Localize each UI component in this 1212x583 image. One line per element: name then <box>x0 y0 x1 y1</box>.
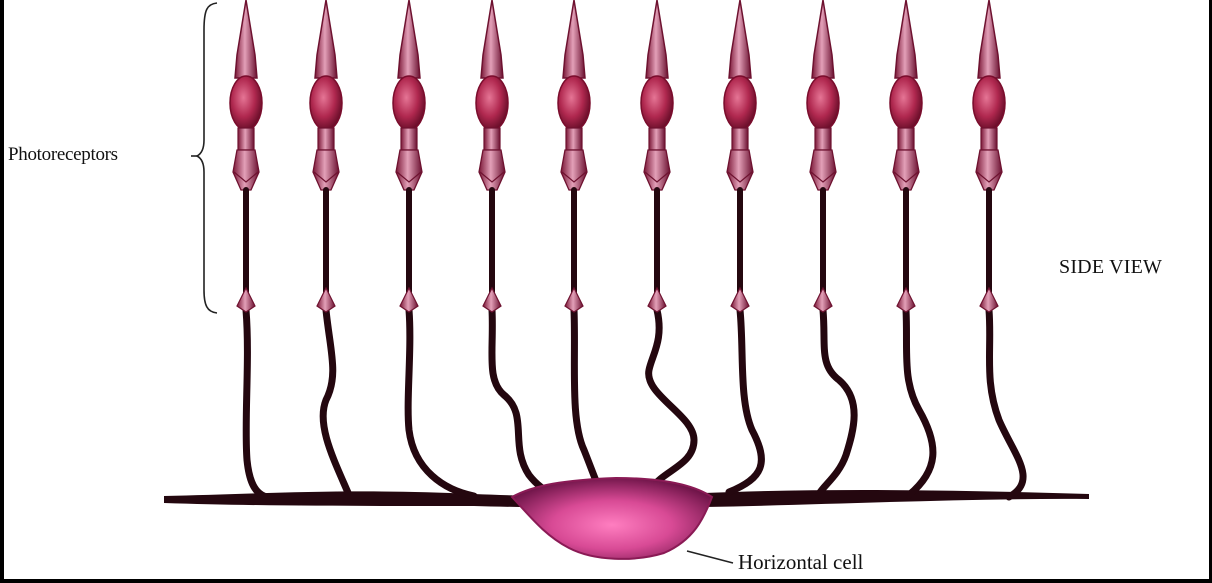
inner-segment <box>732 128 748 150</box>
horizontal-cell-leader-line <box>687 551 733 563</box>
cell-body <box>644 150 670 190</box>
outer-segment <box>812 0 834 78</box>
synaptic-terminal <box>980 288 998 312</box>
synaptic-terminal <box>731 288 749 312</box>
photoreceptor-9 <box>890 0 922 312</box>
inner-segment <box>318 128 334 150</box>
inner-segment <box>484 128 500 150</box>
outer-segment <box>729 0 751 78</box>
outer-segment <box>978 0 1000 78</box>
cell-body <box>479 150 505 190</box>
photoreceptor-10 <box>973 0 1005 312</box>
synaptic-terminal <box>814 288 832 312</box>
axon-1 <box>246 310 264 496</box>
photoreceptors-label: Photoreceptors <box>8 144 118 166</box>
nucleus <box>973 76 1005 130</box>
inner-segment <box>898 128 914 150</box>
cell-body <box>810 150 836 190</box>
axon-6 <box>649 310 694 488</box>
nucleus <box>393 76 425 130</box>
nucleus <box>310 76 342 130</box>
nucleus <box>724 76 756 130</box>
cell-body <box>313 150 339 190</box>
cell-body <box>727 150 753 190</box>
nucleus <box>230 76 262 130</box>
horizontal-cell-body <box>512 478 712 559</box>
diagram-panel: Photoreceptors SIDE VIEW Horizontal cell <box>4 0 1209 579</box>
outer-segment <box>315 0 337 78</box>
axon-10 <box>989 310 1023 497</box>
photoreceptor-2 <box>310 0 342 312</box>
photoreceptor-3 <box>393 0 425 312</box>
photoreceptor-7 <box>724 0 756 312</box>
axon-9 <box>906 310 933 495</box>
outer-segment <box>563 0 585 78</box>
inner-segment <box>815 128 831 150</box>
outer-segment <box>646 0 668 78</box>
synaptic-terminal <box>237 288 255 312</box>
side-view-label: SIDE VIEW <box>1059 256 1162 279</box>
photoreceptor-5 <box>558 0 590 312</box>
photoreceptors-bracket <box>197 3 217 313</box>
photoreceptor-1 <box>230 0 262 312</box>
retina-diagram <box>4 0 1209 579</box>
nucleus <box>807 76 839 130</box>
inner-segment <box>566 128 582 150</box>
inner-segment <box>981 128 997 150</box>
photoreceptor-4 <box>476 0 508 312</box>
cell-body <box>893 150 919 190</box>
outer-segment <box>481 0 503 78</box>
axon-5 <box>574 310 600 490</box>
outer-segment <box>895 0 917 78</box>
synaptic-terminal <box>317 288 335 312</box>
photoreceptor-6 <box>641 0 673 312</box>
outer-segment <box>235 0 257 78</box>
inner-segment <box>238 128 254 150</box>
nucleus <box>476 76 508 130</box>
synaptic-terminal <box>897 288 915 312</box>
axon-2 <box>323 310 349 495</box>
synaptic-terminal <box>565 288 583 312</box>
horizontal-cell-label: Horizontal cell <box>738 550 863 575</box>
synaptic-terminal <box>483 288 501 312</box>
photoreceptor-8 <box>807 0 839 312</box>
axon-3 <box>408 310 474 496</box>
inner-segment <box>401 128 417 150</box>
nucleus <box>558 76 590 130</box>
synaptic-terminal <box>648 288 666 312</box>
nucleus <box>890 76 922 130</box>
synaptic-terminal <box>400 288 418 312</box>
axon-4 <box>492 310 552 494</box>
outer-segment <box>398 0 420 78</box>
nucleus <box>641 76 673 130</box>
inner-segment <box>649 128 665 150</box>
axon-8 <box>819 310 854 494</box>
cell-body <box>976 150 1002 190</box>
axon-7 <box>729 310 761 492</box>
cell-body <box>396 150 422 190</box>
cell-body <box>233 150 259 190</box>
cell-body <box>561 150 587 190</box>
